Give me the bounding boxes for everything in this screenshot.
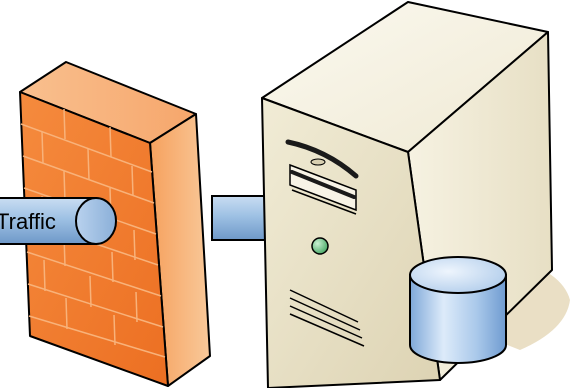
vent-lines — [289, 289, 365, 347]
traffic-label: Traffic — [0, 209, 56, 234]
database-icon — [409, 256, 507, 364]
traffic-pipe: Traffic — [0, 197, 117, 245]
power-led-icon — [311, 237, 329, 255]
drive-bay — [285, 139, 359, 215]
